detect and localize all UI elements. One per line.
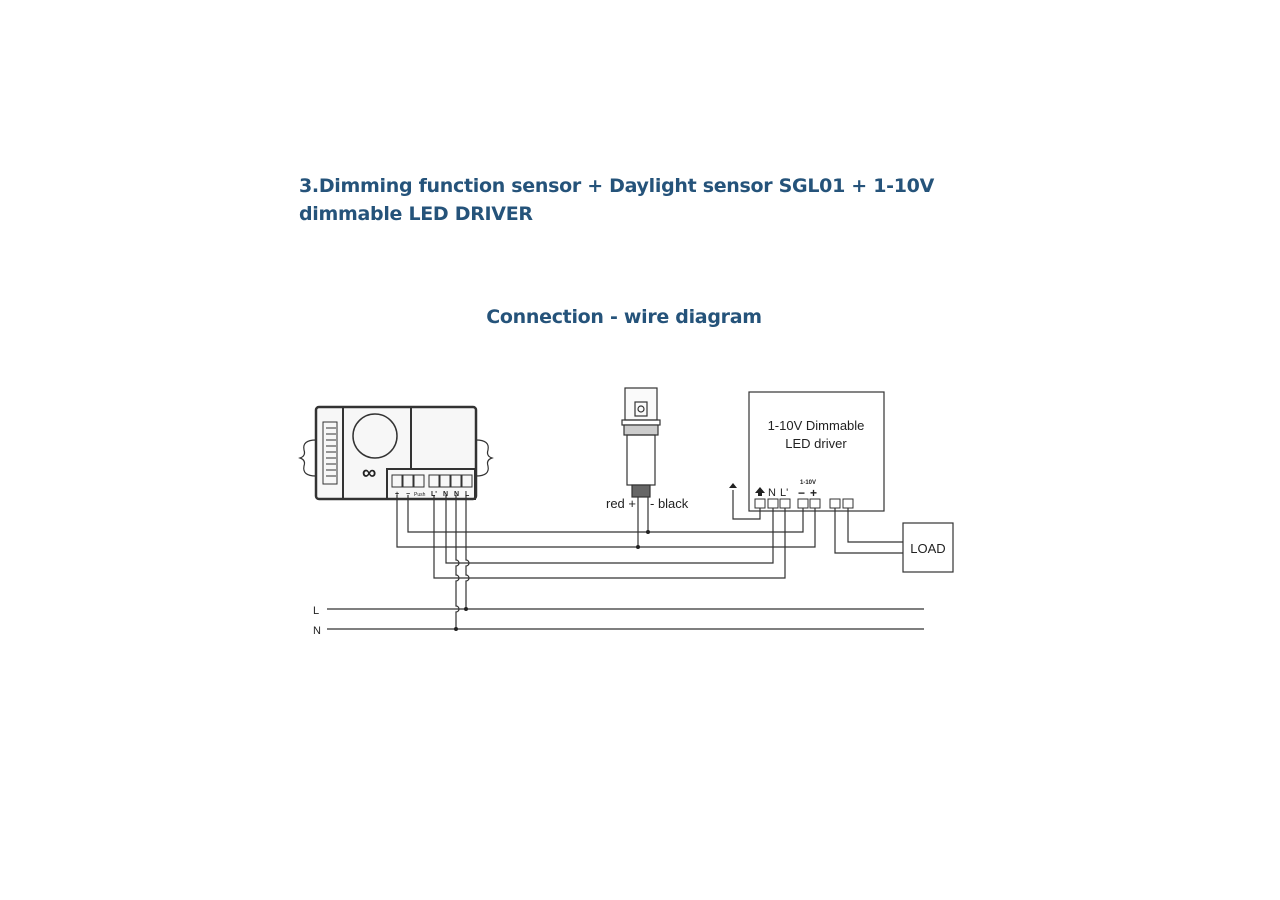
dim-label: 1-10V — [800, 480, 816, 486]
infinity-logo: ∞ — [362, 462, 376, 484]
page-title: 3.Dimming function sensor + Daylight sen… — [299, 175, 934, 225]
black-wire-label: - black — [650, 496, 689, 511]
earth-icon — [729, 483, 737, 490]
driver-label-2: LED driver — [785, 436, 847, 451]
terminal-l-prime: L' — [431, 491, 437, 498]
mains-l-label: L — [313, 605, 319, 617]
terminal-minus: − — [406, 491, 410, 498]
terminal-n: N — [454, 491, 459, 498]
mains-n-label: N — [313, 625, 321, 637]
driver-label-1: 1-10V Dimmable — [768, 418, 865, 433]
earth-icon — [755, 487, 765, 493]
dim-minus: − — [798, 486, 805, 500]
driver-terminal-l-prime: L' — [780, 487, 788, 499]
terminal-plus: + — [395, 491, 399, 498]
led-driver-box — [748, 391, 885, 512]
daylight-sensor-device — [621, 387, 661, 498]
load-label: LOAD — [910, 541, 945, 556]
red-wire-label: red + — [606, 496, 636, 511]
terminal-push: Push — [414, 492, 426, 498]
dim-plus: + — [810, 486, 817, 500]
terminal-l: L — [465, 491, 470, 498]
terminal-n: N — [443, 491, 448, 498]
dimming-sensor-device: ∞ — [298, 405, 494, 501]
driver-terminal-n: N — [768, 487, 776, 499]
load-box — [902, 522, 954, 573]
diagram-title: Connection - wire diagram — [486, 306, 762, 328]
dip-switch-icon — [322, 421, 338, 485]
